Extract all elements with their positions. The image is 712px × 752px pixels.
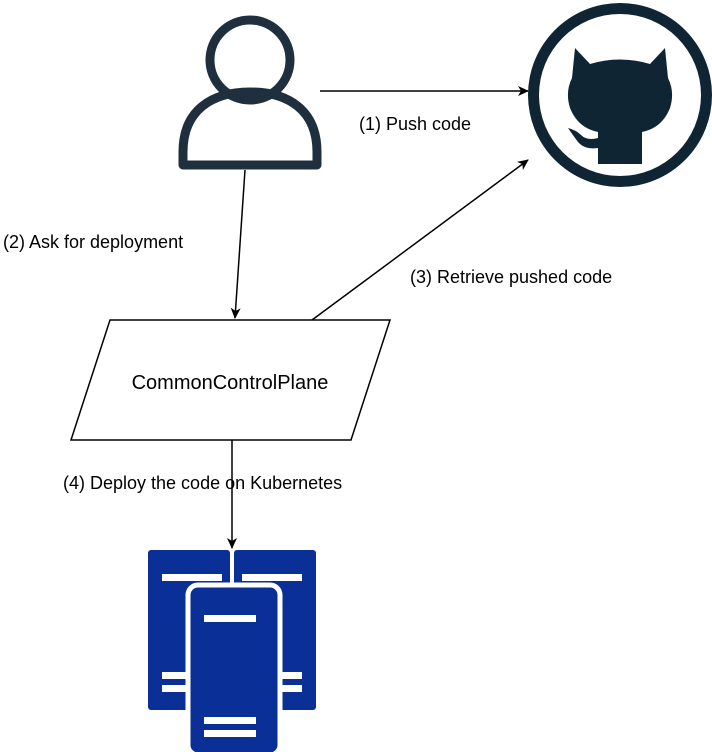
control-plane-node: CommonControlPlane [69,319,392,441]
push-label: (1) Push code [359,114,471,134]
ask-label: (2) Ask for deployment [3,232,183,252]
server-icon [148,550,316,752]
retrieve-arrow [311,159,529,321]
github-icon [528,3,712,187]
retrieve-label: (3) Retrieve pushed code [410,267,612,287]
user-icon [178,15,322,170]
deploy-label: (4) Deploy the code on Kubernetes [63,473,342,493]
control-plane-label: CommonControlPlane [132,372,329,394]
ask-arrow [230,169,246,319]
